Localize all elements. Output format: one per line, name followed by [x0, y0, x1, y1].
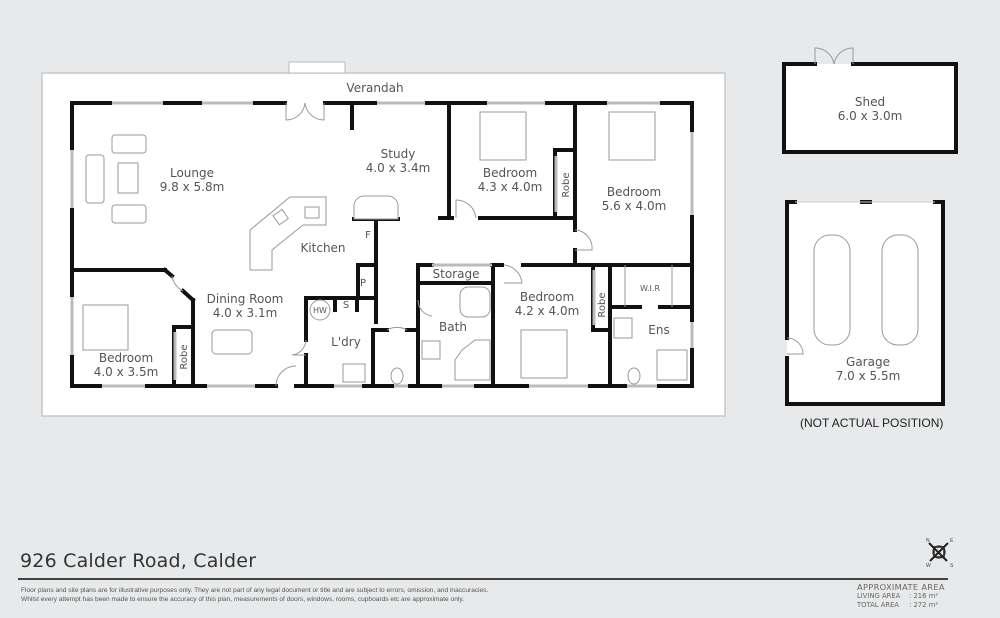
- kitchen-label: Kitchen: [300, 241, 345, 255]
- compass-w: W: [926, 563, 931, 569]
- french-door-verandah: [285, 102, 325, 121]
- total-area-label: TOTAL AREA: [857, 601, 900, 609]
- lounge-label: Lounge: [170, 166, 214, 180]
- verandah-step: [288, 61, 346, 74]
- bedroom2-label: Bedroom: [483, 166, 537, 180]
- dining-table: [211, 329, 253, 355]
- lounge-furniture: [85, 134, 147, 224]
- shed: Shed 6.0 x 3.0m: [782, 47, 958, 154]
- compass-e: E: [950, 538, 954, 544]
- garage-size: 7.0 x 5.5m: [836, 369, 901, 383]
- bedroom2-size: 4.3 x 4.0m: [478, 180, 543, 194]
- divider: [18, 578, 948, 580]
- shed-label: Shed: [855, 95, 885, 109]
- doors: [171, 199, 593, 387]
- pantry-label: P: [360, 278, 366, 289]
- master-bedroom-size: 5.6 x 4.0m: [602, 199, 667, 213]
- total-area-row: TOTAL AREA : 272 m²: [857, 601, 967, 610]
- compass-n: N: [926, 538, 930, 544]
- sw-bedroom-label: Bedroom: [99, 351, 153, 365]
- bedroom3-label: Bedroom: [520, 290, 574, 304]
- study-desk: [353, 195, 399, 220]
- bath-fixtures: [309, 286, 688, 385]
- storage-label: Storage: [433, 267, 480, 281]
- dining-label: Dining Room: [207, 292, 284, 306]
- store-s-label: S: [343, 300, 349, 311]
- sink-icon: [272, 208, 290, 226]
- fridge-label: F: [365, 230, 371, 241]
- robe-label-2: Robe: [179, 344, 190, 369]
- garage: Garage 7.0 x 5.5m: [785, 200, 945, 406]
- car-icon: [881, 234, 919, 346]
- hot-water-label: HW: [313, 306, 327, 315]
- living-area-value: : 216 m²: [909, 592, 938, 600]
- car-icon: [813, 234, 851, 346]
- living-area-label: LIVING AREA: [857, 592, 901, 600]
- cooktop-icon: [304, 206, 320, 219]
- robe-label-1: Robe: [561, 172, 572, 197]
- robe-label-3: Robe: [597, 292, 608, 317]
- disclaimer: Floor plans and site plans are for illus…: [21, 586, 581, 604]
- sw-bedroom-size: 4.0 x 3.5m: [94, 365, 159, 379]
- property-address: 926 Calder Road, Calder: [20, 550, 257, 572]
- dining-size: 4.0 x 3.1m: [213, 306, 278, 320]
- verandah-label: Verandah: [346, 81, 403, 95]
- interior-walls: [70, 101, 694, 388]
- master-bedroom-label: Bedroom: [607, 185, 661, 199]
- disclaimer-line-1: Floor plans and site plans are for illus…: [21, 587, 489, 594]
- living-area-row: LIVING AREA : 216 m²: [857, 592, 967, 601]
- total-area-value: : 272 m²: [909, 601, 938, 609]
- area-title: APPROXIMATE AREA: [857, 582, 945, 592]
- compass-s: S: [950, 563, 954, 569]
- disclaimer-line-2: Whilst every attempt has been made to en…: [21, 596, 464, 603]
- bath-label: Bath: [439, 320, 467, 334]
- shed-size: 6.0 x 3.0m: [838, 109, 903, 123]
- beds: [82, 111, 656, 379]
- approximate-area: APPROXIMATE AREA LIVING AREA : 216 m² TO…: [857, 582, 967, 610]
- study-size: 4.0 x 3.4m: [366, 161, 431, 175]
- study-label: Study: [381, 147, 416, 161]
- not-actual-position-note: (NOT ACTUAL POSITION): [800, 416, 944, 430]
- garage-label: Garage: [846, 355, 890, 369]
- wir-label: W.I.R: [640, 284, 660, 293]
- compass-icon: N E W S: [926, 538, 954, 569]
- lounge-size: 9.8 x 5.8m: [160, 180, 225, 194]
- hot-water-unit: [309, 299, 331, 321]
- laundry-label: L'dry: [331, 335, 361, 349]
- bedroom3-size: 4.2 x 4.0m: [515, 304, 580, 318]
- ensuite-label: Ens: [648, 323, 669, 337]
